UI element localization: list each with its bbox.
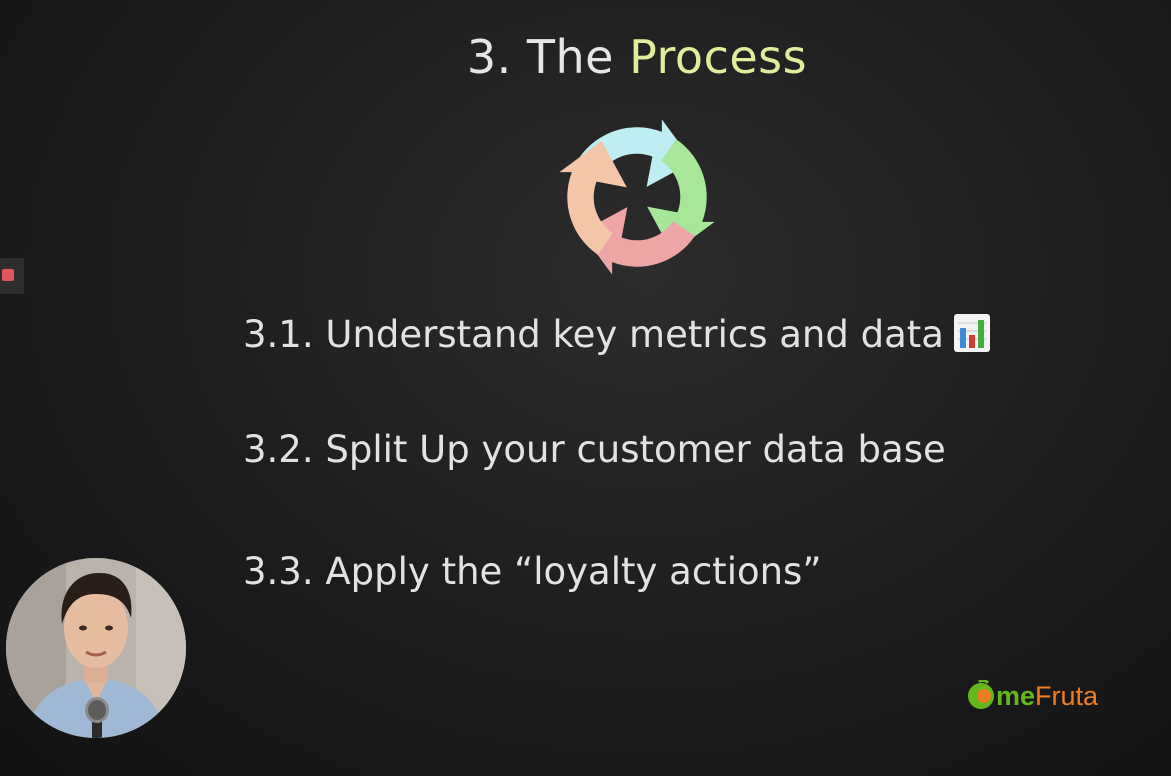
list-item: 3.2. Split Up your customer data base [243,431,946,468]
list-item: 3.1. Understand key metrics and data [243,314,990,353]
cycle-arrows-icon [559,119,715,275]
webcam-overlay [6,558,186,738]
list-item-label: 3.2. Split Up your customer data base [243,428,946,471]
logo-part2: Fruta [1035,681,1099,711]
list-item-label: 3.3. Apply the “loyalty actions” [243,550,822,593]
bar-chart-icon [953,314,990,352]
side-panel-handle[interactable] [0,258,24,294]
slide-title-accent: Process [629,30,808,84]
list-item: 3.3. Apply the “loyalty actions” [243,553,822,590]
agenda-list: 3.1. Understand key metrics and data 3.2… [243,0,1143,776]
orange-c-icon [968,680,994,709]
slide-title-prefix: 3. The [466,30,630,84]
cycle-arrow-orange [559,140,627,255]
recording-indicator-icon [2,269,14,281]
slide-title: 3. The Process [0,30,1171,84]
cycle-arrow-red [580,207,695,275]
presenter-video [6,558,186,738]
logo-part1: me [996,681,1036,711]
cycle-arrow-green [647,139,715,254]
cycle-arrow-blue [579,119,694,187]
list-item-label: 3.1. Understand key metrics and data [243,313,944,356]
comefruta-logo: meFruta [966,680,1098,712]
